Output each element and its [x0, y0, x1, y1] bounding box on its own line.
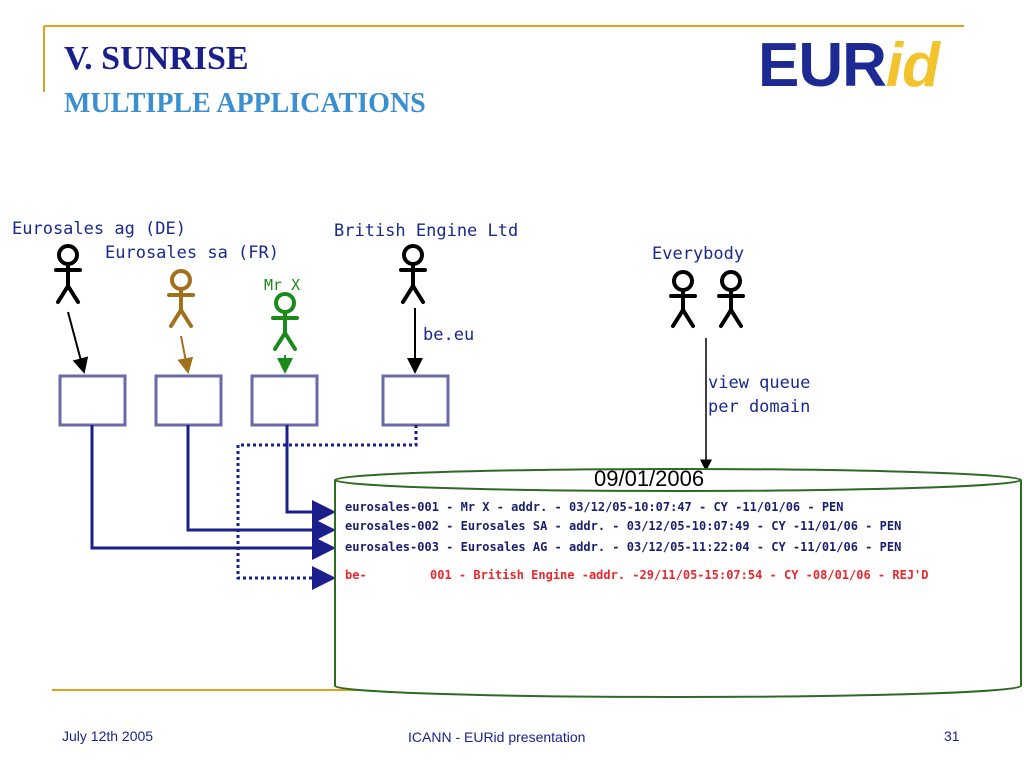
connector-mr-x — [285, 425, 336, 524]
queue-cylinder — [334, 468, 1022, 698]
label-eurosales-sa: Eurosales sa (FR) — [105, 243, 279, 263]
application-box-british — [381, 374, 450, 427]
footer-page-number: 31 — [944, 728, 960, 744]
logo-id: id — [885, 31, 940, 100]
connector-ag — [90, 425, 336, 560]
actor-mr-x-icon — [271, 292, 299, 351]
label-view-queue-2: per domain — [708, 397, 811, 417]
queue-row-3: eurosales-003 - Eurosales AG - addr. - 0… — [345, 540, 902, 554]
queue-row-rejected: 001 - British Engine -addr. -29/11/05-15… — [430, 568, 929, 582]
actor-eurosales-sa-icon — [167, 269, 195, 328]
queue-row-1: eurosales-001 - Mr X - addr. - 03/12/05-… — [345, 500, 844, 514]
label-domain: be.eu — [423, 325, 475, 345]
footer-date: July 12th 2005 — [62, 728, 154, 744]
actor-eurosales-ag-icon — [54, 244, 82, 304]
slide-title: V. SUNRISE — [64, 40, 249, 77]
queue-date: 09/01/2006 — [594, 466, 705, 491]
arrow-eurosales-sa — [177, 335, 194, 374]
label-mr-x: Mr X — [264, 276, 301, 294]
label-british-engine: British Engine Ltd — [334, 221, 519, 241]
actor-everybody-icon — [669, 270, 745, 328]
footer-center: ICANN - EURid presentation — [408, 729, 586, 745]
connector-british — [236, 425, 418, 590]
application-box-sa — [154, 374, 223, 427]
application-box-mr-x — [250, 374, 319, 427]
connector-sa — [186, 425, 336, 542]
arrow-eurosales-ag — [67, 311, 89, 374]
logo-eur: EUR — [758, 31, 887, 100]
label-view-queue-1: view queue — [708, 373, 811, 393]
eurid-logo: EURid — [758, 30, 940, 101]
slide-subtitle: MULTIPLE APPLICATIONS — [64, 88, 426, 119]
actor-british-engine-icon — [399, 244, 427, 304]
queue-row-2: eurosales-002 - Eurosales SA - addr. - 0… — [345, 519, 902, 533]
label-everybody: Everybody — [652, 244, 745, 264]
application-box-ag — [58, 374, 127, 427]
label-eurosales-ag: Eurosales ag (DE) — [12, 219, 186, 239]
queue-row-rejected-prefix: be- — [345, 568, 367, 582]
